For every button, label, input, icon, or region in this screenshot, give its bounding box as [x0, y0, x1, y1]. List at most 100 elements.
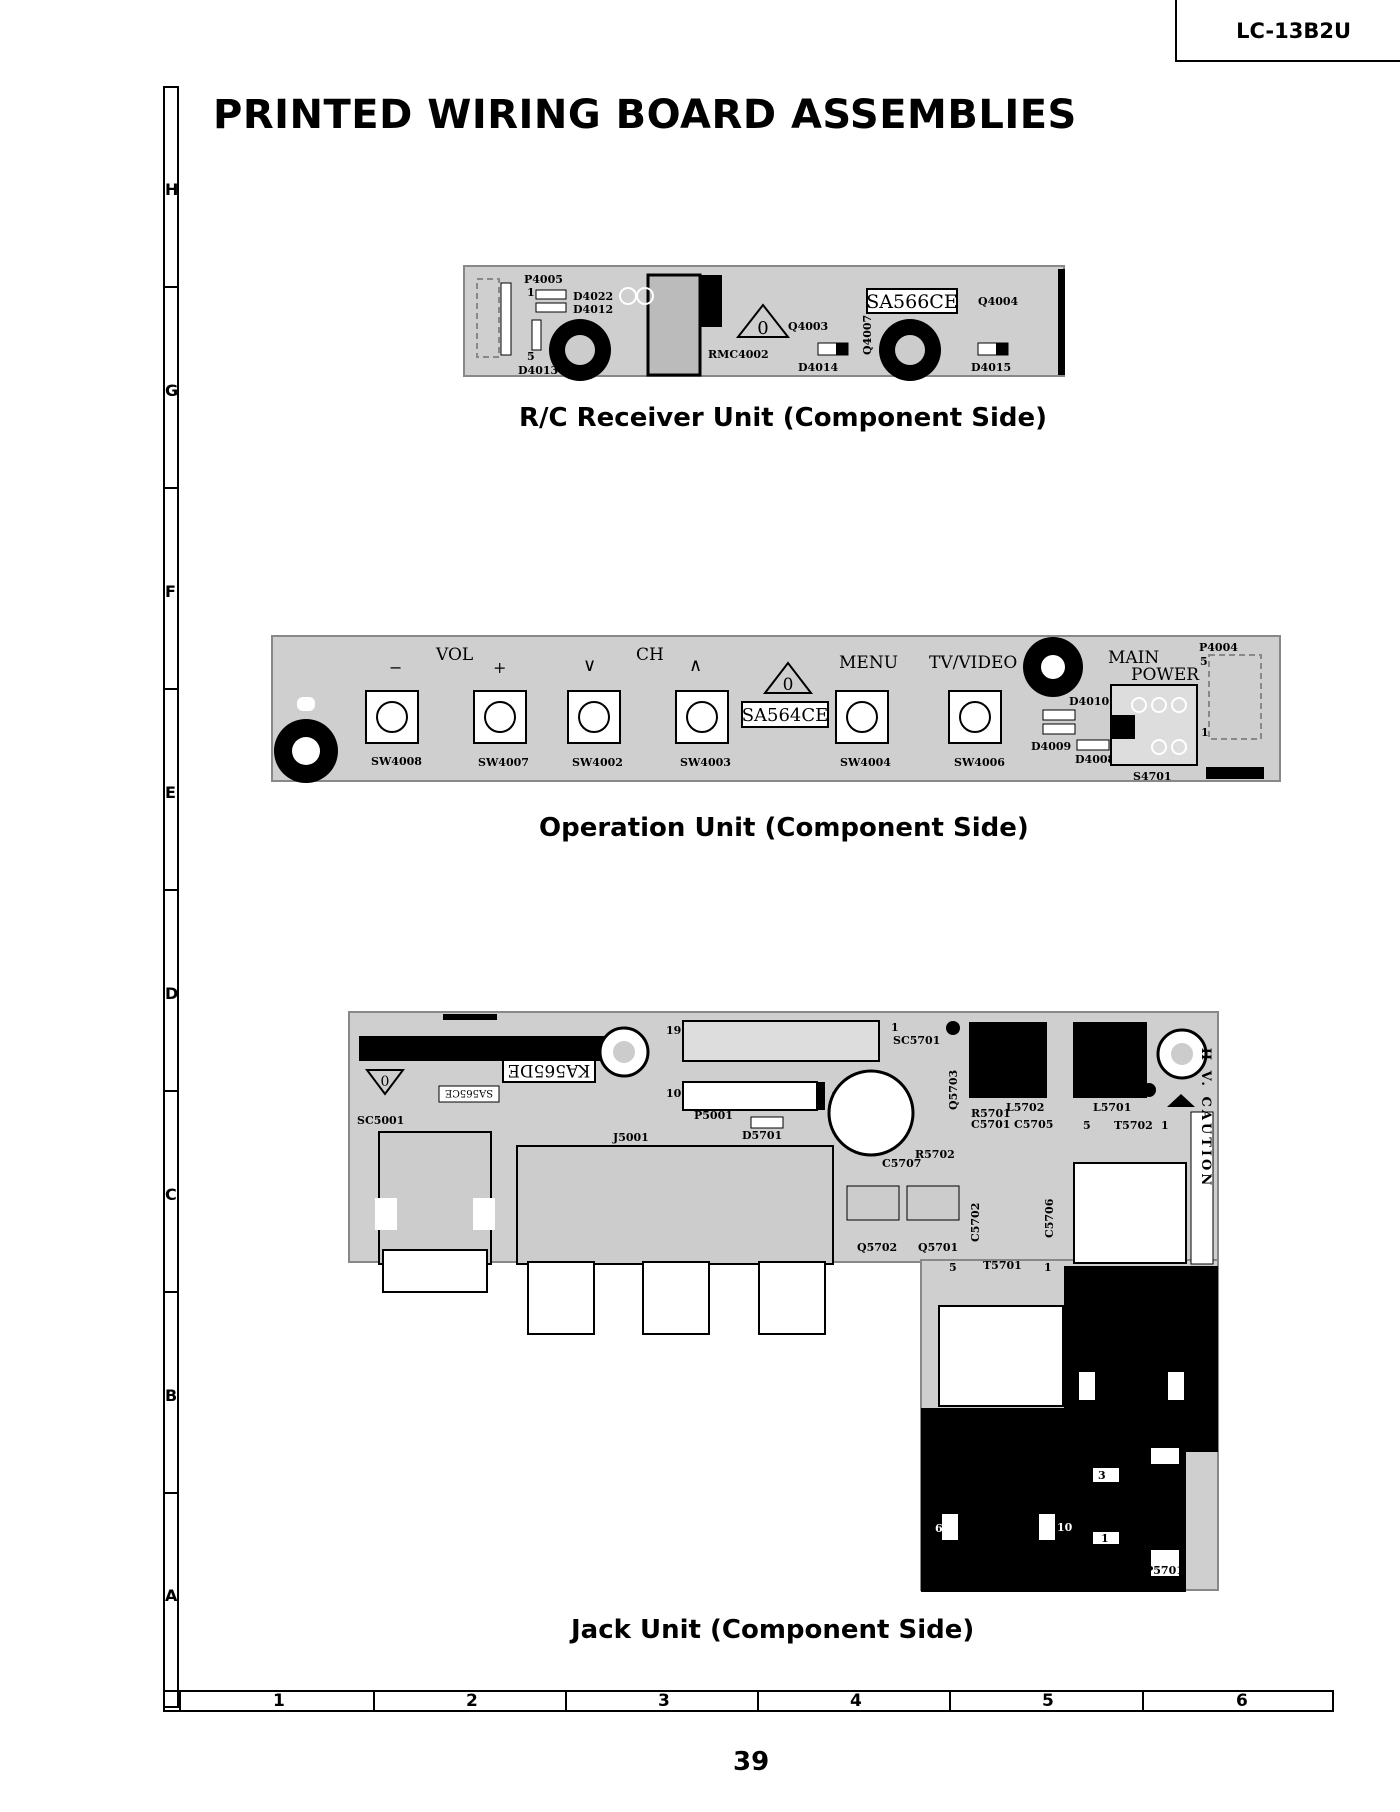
label-pin6b: 6 — [935, 1522, 943, 1535]
label-d4014: D4014 — [798, 361, 839, 374]
label-l5702: L5702 — [1006, 1101, 1044, 1114]
label-pin1: 1 — [527, 286, 535, 299]
row-frame — [163, 86, 179, 1708]
label-q5702: Q5702 — [857, 1241, 897, 1254]
warn-symbol: 0 — [757, 318, 768, 339]
label-minus: − — [389, 658, 402, 677]
label-up: ∧ — [689, 655, 702, 676]
label-down: ∨ — [583, 655, 596, 676]
hv-caution-label: H.V. CAUTION — [1198, 1048, 1213, 1188]
page-title: PRINTED WIRING BOARD ASSEMBLIES — [213, 92, 1077, 138]
label-d4010: D4010 — [1069, 695, 1110, 708]
label-pin5b: 5 — [949, 1261, 957, 1274]
label-c5707: C5707 — [882, 1157, 921, 1170]
row-label-f: F — [165, 582, 176, 601]
row-divider — [163, 1090, 179, 1092]
warning-triangle-icon — [365, 1069, 405, 1096]
arrow-up-icon — [1167, 1094, 1195, 1107]
column-label-4: 4 — [850, 1691, 862, 1711]
warning-triangle-icon — [762, 661, 814, 694]
pwb-code-rc: SA566CE — [866, 291, 957, 313]
label-power: POWER — [1131, 665, 1200, 685]
warning-triangle-icon — [735, 303, 791, 338]
label-t5702: T5702 — [1114, 1119, 1153, 1132]
label-c5705: C5705 — [1014, 1118, 1053, 1131]
row-label-c: C — [165, 1185, 177, 1204]
operation-caption: Operation Unit (Component Side) — [539, 813, 1029, 843]
label-pin19: 19 — [666, 1024, 681, 1037]
column-frame — [163, 1690, 1334, 1712]
row-label-b: B — [165, 1386, 178, 1405]
column-divider — [179, 1690, 181, 1712]
label-pin10a: 10 — [1167, 1402, 1183, 1415]
column-label-1: 1 — [273, 1691, 285, 1711]
warn-symbol: 0 — [381, 1074, 390, 1090]
column-divider — [949, 1690, 951, 1712]
label-d4022: D4022 — [573, 290, 613, 303]
column-divider — [1142, 1690, 1144, 1712]
label-pin10: 10 — [666, 1087, 682, 1100]
label-pin3: 3 — [1098, 1469, 1106, 1482]
label-p4005: P4005 — [524, 273, 563, 286]
column-divider — [757, 1690, 759, 1712]
warn-symbol: 0 — [783, 675, 794, 695]
label-d4013: D4013 — [518, 364, 558, 377]
label-sw4004: SW4004 — [840, 756, 891, 769]
label-q4003: Q4003 — [788, 320, 828, 333]
label-pin1a: 1 — [891, 1021, 899, 1034]
jack-caption: Jack Unit (Component Side) — [571, 1615, 975, 1645]
label-d4015: D4015 — [971, 361, 1011, 374]
label-pin5: 5 — [1200, 655, 1208, 668]
label-s4701: S4701 — [1133, 770, 1172, 783]
label-pin6a: 6 — [1081, 1402, 1089, 1415]
label-ch: CH — [636, 645, 664, 665]
label-q5701: Q5701 — [918, 1241, 958, 1254]
pwb-code-jack: KA565DE — [508, 1060, 591, 1080]
label-d4012: D4012 — [573, 303, 613, 316]
label-d4009: D4009 — [1031, 740, 1071, 753]
label-pin5a: 5 — [1083, 1119, 1091, 1132]
label-c5706: C5706 — [1043, 1198, 1056, 1238]
label-sw4006: SW4006 — [954, 756, 1005, 769]
column-divider — [373, 1690, 375, 1712]
label-l5701: L5701 — [1093, 1101, 1131, 1114]
label-plus: + — [493, 658, 506, 677]
label-sw4008: SW4008 — [371, 755, 422, 768]
label-pin10b: 10 — [1057, 1521, 1073, 1534]
label-q4004: Q4004 — [978, 295, 1019, 308]
pwb-code-op: SA564CE — [742, 705, 829, 726]
column-divider — [565, 1690, 567, 1712]
rc-receiver-caption: R/C Receiver Unit (Component Side) — [519, 403, 1048, 433]
label-p5001: P5001 — [694, 1109, 733, 1122]
label-sc5001: SC5001 — [357, 1114, 404, 1127]
row-divider — [163, 487, 179, 489]
row-divider — [163, 1291, 179, 1293]
label-pin1: 1 — [1201, 726, 1209, 739]
row-divider — [163, 688, 179, 690]
label-pin1c: 1 — [1161, 1119, 1169, 1132]
row-label-a: A — [165, 1586, 178, 1605]
label-c5702: C5702 — [969, 1203, 982, 1242]
label-pin5: 5 — [527, 350, 535, 363]
label-d4008: D4008 — [1075, 753, 1116, 766]
pwb-code-small: SA565CE — [445, 1087, 493, 1098]
label-q5703: Q5703 — [947, 1070, 960, 1110]
label-pin1d: 1 — [1044, 1261, 1052, 1274]
label-sw4007: SW4007 — [478, 756, 529, 769]
label-tvvideo: TV/VIDEO — [929, 653, 1017, 673]
column-label-6: 6 — [1236, 1691, 1248, 1711]
label-r5701: R5701 — [971, 1107, 1011, 1120]
row-divider — [163, 889, 179, 891]
label-vol: VOL — [435, 645, 473, 665]
column-label-3: 3 — [658, 1691, 670, 1711]
label-sw4002: SW4002 — [572, 756, 623, 769]
label-q4007: Q4007 — [861, 315, 874, 355]
label-t5701: T5701 — [983, 1259, 1022, 1272]
label-main: MAIN — [1108, 648, 1159, 668]
jack-board: KA565DE 0 SA565CE SC5001 19 1 SC5701 10 … — [348, 1011, 1219, 1592]
row-divider — [163, 1492, 179, 1494]
row-label-e: E — [165, 783, 176, 802]
label-d5701: D5701 — [742, 1129, 782, 1142]
label-rmc4002: RMC4002 — [708, 348, 769, 361]
label-sc5701: SC5701 — [893, 1034, 940, 1047]
